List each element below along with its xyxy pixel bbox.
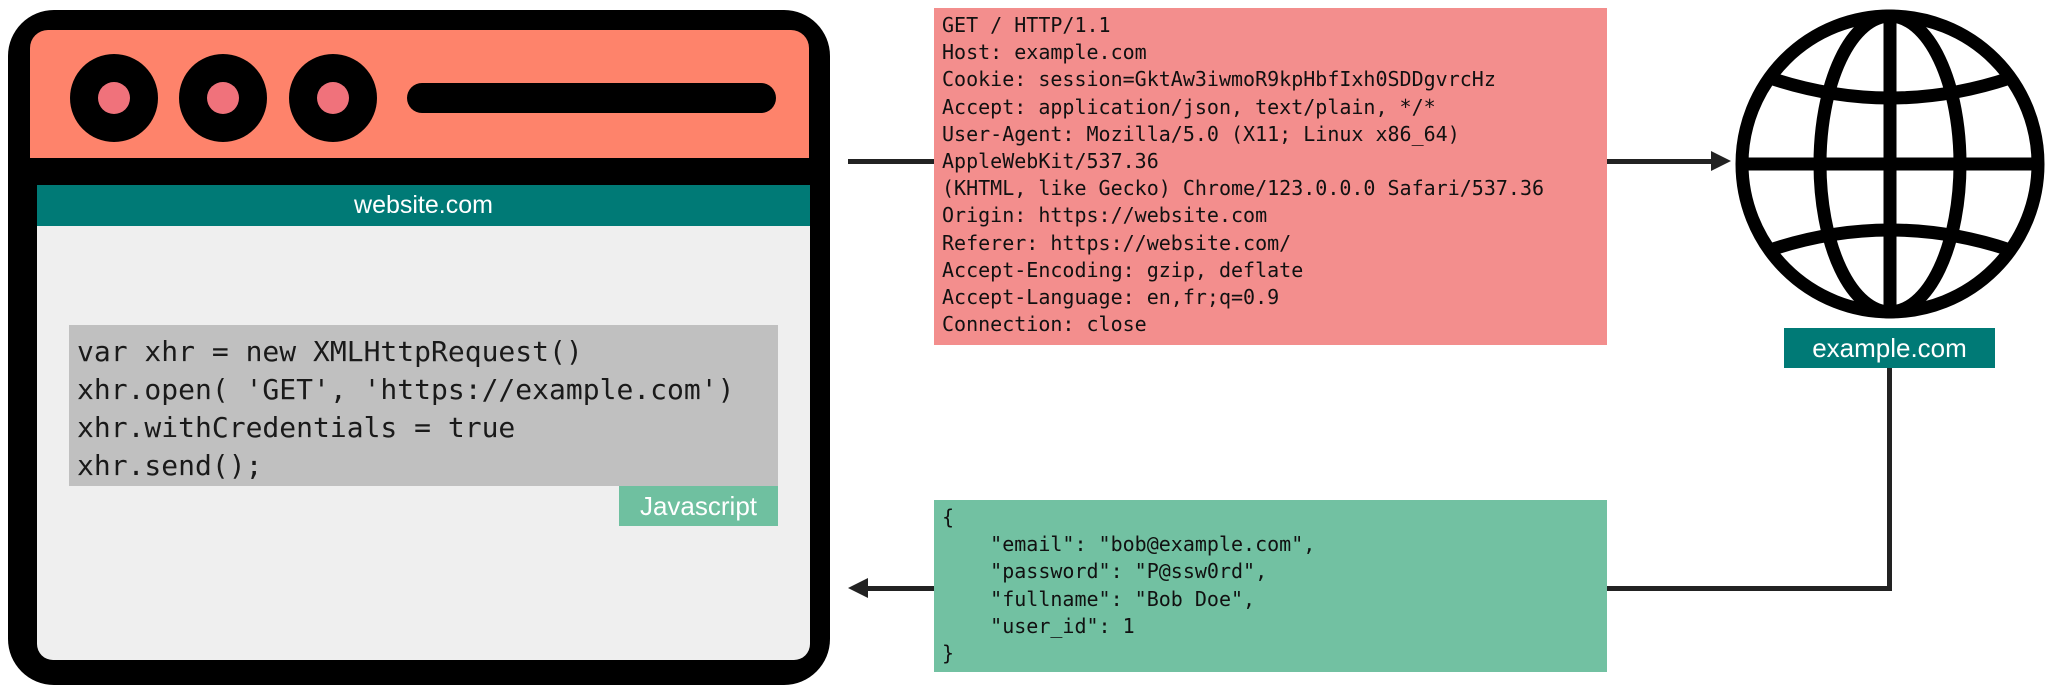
request-line: AppleWebKit/537.36 [942, 149, 1159, 174]
response-arrow-line-vertical [1887, 368, 1892, 591]
response-line: "email": "bob@example.com", [942, 532, 1316, 557]
response-arrow-line-left [866, 586, 934, 591]
response-line: "user_id": 1 [942, 613, 1135, 638]
request-line: Accept-Language: en,fr;q=0.9 [942, 285, 1280, 310]
request-line: Host: example.com [942, 40, 1147, 65]
language-badge: Javascript [619, 486, 778, 526]
response-line: "password": "P@ssw0rd", [942, 559, 1268, 584]
site-label: website.com [37, 185, 810, 226]
code-line: xhr.open( 'GET', 'https://example.com') [77, 373, 735, 406]
request-arrow-line-left [848, 159, 934, 164]
response-line: } [942, 641, 955, 666]
request-line: Cookie: session=GktAw3iwmoR9kpHbfIxh0SDD… [942, 67, 1496, 92]
globe-icon [1735, 9, 2045, 319]
http-request: GET / HTTP/1.1 Host: example.com Cookie:… [934, 8, 1607, 345]
request-arrow-line-right [1607, 159, 1713, 164]
request-line: Referer: https://website.com/ [942, 230, 1292, 255]
window-dot-3 [289, 54, 377, 142]
request-line: (KHTML, like Gecko) Chrome/123.0.0.0 Saf… [942, 176, 1545, 201]
response-line: { [942, 505, 955, 529]
request-line: Accept-Encoding: gzip, deflate [942, 257, 1304, 282]
code-line: xhr.send(); [77, 449, 263, 482]
request-line: Accept: application/json, text/plain, */… [942, 94, 1436, 119]
request-line: GET / HTTP/1.1 [942, 13, 1111, 37]
window-dot-2 [179, 54, 267, 142]
request-line: User-Agent: Mozilla/5.0 (X11; Linux x86_… [942, 121, 1460, 146]
response-arrow-line-right [1607, 586, 1892, 591]
server-label: example.com [1784, 328, 1995, 368]
code-line: var xhr = new XMLHttpRequest() [77, 335, 583, 368]
code-block: var xhr = new XMLHttpRequest() xhr.open(… [69, 325, 778, 486]
response-line: "fullname": "Bob Doe", [942, 586, 1256, 611]
request-line: Connection: close [942, 312, 1147, 337]
request-arrowhead [1711, 151, 1731, 171]
response-arrowhead [848, 578, 868, 598]
window-dot-1 [70, 54, 158, 142]
address-bar [407, 83, 776, 113]
http-response: { "email": "bob@example.com", "password"… [934, 500, 1607, 672]
code-line: xhr.withCredentials = true [77, 411, 516, 444]
request-line: Origin: https://website.com [942, 203, 1268, 228]
